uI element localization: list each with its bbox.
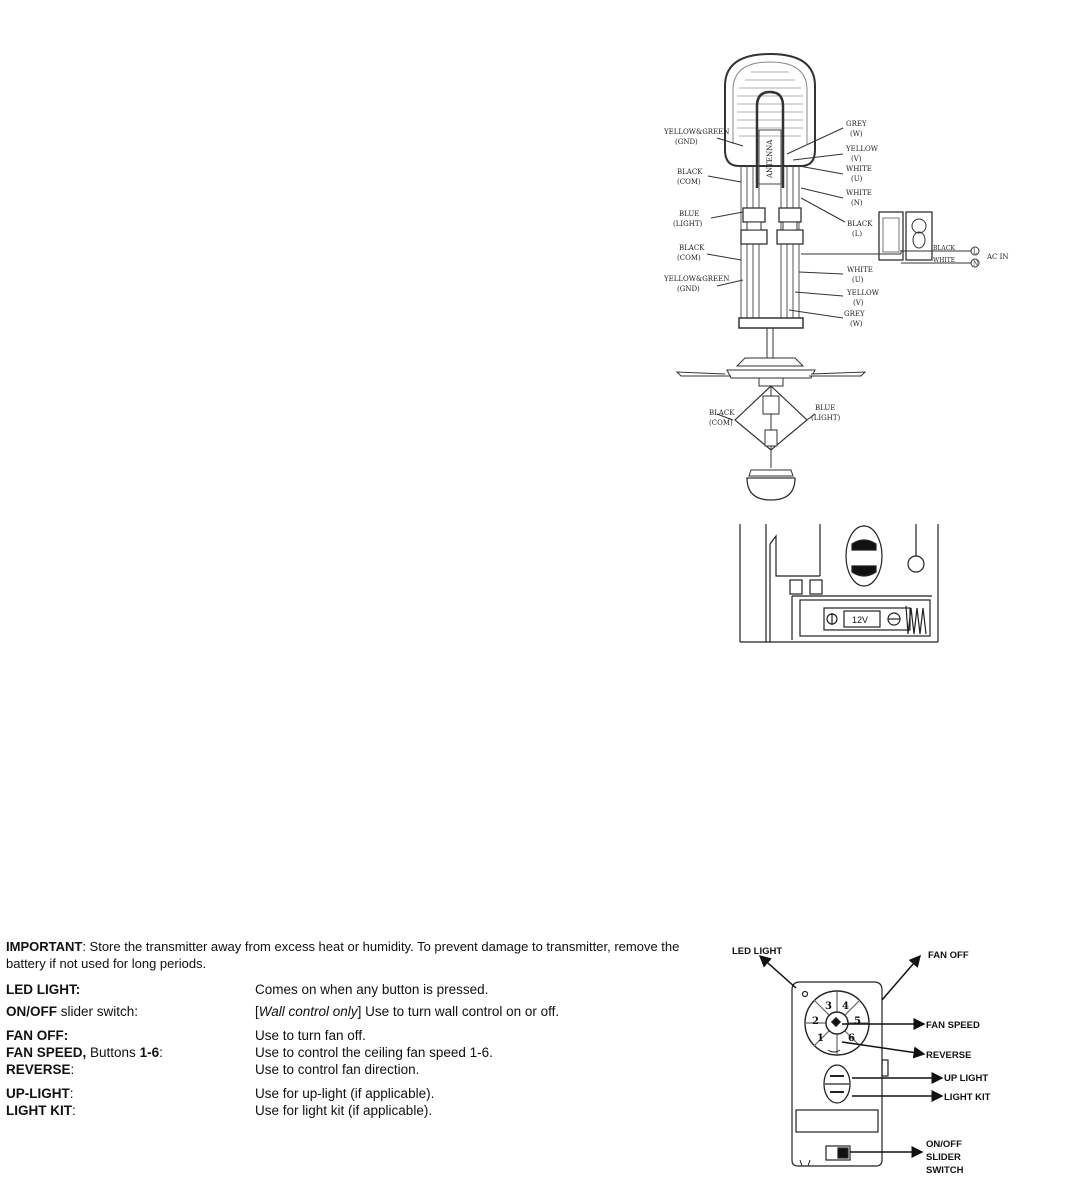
label-yellow-green-top: YELLOW&GREEN [663, 128, 729, 136]
button-3: 3 [825, 1001, 832, 1012]
label-com-top: (COM) [677, 178, 701, 186]
notes-section: IMPORTANT: Store the transmitter away fr… [6, 938, 706, 972]
label-conn-black: BLACK [709, 409, 735, 417]
label-black-com-top: BLACK [677, 168, 703, 176]
button-5: 5 [854, 1016, 861, 1027]
label-u-bot: (U) [852, 276, 864, 284]
important-paragraph: IMPORTANT: Store the transmitter away fr… [6, 938, 706, 972]
label-white-u-bot: WHITE [847, 266, 873, 274]
label-v-top: (V) [851, 155, 862, 163]
label-conn-light: (LIGHT) [811, 414, 841, 422]
label-gnd-bot: (GND) [677, 285, 700, 293]
fan-speed-label: FAN SPEED [926, 1020, 980, 1031]
label-white-n: WHITE [846, 189, 872, 197]
reverse-label: REVERSE [926, 1050, 971, 1061]
label-n: (N) [851, 199, 863, 207]
label-w-bot: (W) [850, 320, 863, 328]
up-light-label: UP LIGHT [944, 1073, 988, 1084]
antenna-label: ANTENNA [766, 139, 774, 179]
battery-label: 12V [852, 615, 868, 625]
button-6: 6 [848, 1033, 855, 1044]
button-2: 2 [812, 1016, 819, 1027]
button-4: 4 [842, 1001, 849, 1012]
label-yellow-bot: YELLOW [846, 289, 880, 297]
label-black-l: BLACK [847, 220, 873, 228]
label-ac-in: AC IN [986, 253, 1009, 261]
label-light: (LIGHT) [673, 220, 703, 228]
label-v-bot: (V) [853, 299, 864, 307]
label-ac-black: BLACK [933, 245, 955, 252]
label-w-top: (W) [850, 130, 863, 138]
label-ac-l: L [973, 249, 977, 256]
label-blue: BLUE [679, 210, 699, 218]
remote-diagram: 1 2 3 4 5 6 LED LIGHT FAN OFF FAN SPEED … [732, 946, 991, 1176]
label-grey-bot: GREY [844, 310, 865, 318]
fan-off-label: FAN OFF [928, 950, 969, 961]
label-u-top: (U) [851, 175, 863, 183]
label-yellow-top: YELLOW [845, 145, 879, 153]
label-l: (L) [852, 230, 862, 238]
switch-label: SWITCH [926, 1165, 964, 1176]
label-ac-n: N [973, 261, 978, 268]
label-ac-white: WHITE [933, 257, 955, 264]
important-text: : Store the transmitter away from excess… [6, 939, 680, 971]
label-conn-com: (COM) [709, 419, 733, 427]
label-com-mid: (COM) [677, 254, 701, 262]
led-light-label: LED LIGHT [732, 946, 782, 957]
label-white-u-top: WHITE [846, 165, 872, 173]
label-yellow-green-bot: YELLOW&GREEN [663, 275, 729, 283]
label-black-com-mid: BLACK [679, 244, 705, 252]
slider-label: SLIDER [926, 1152, 961, 1163]
light-kit-label: LIGHT KIT [944, 1092, 991, 1103]
battery-compartment-diagram: 12V [739, 524, 939, 643]
label-gnd-top: (GND) [675, 138, 698, 146]
label-conn-blue: BLUE [815, 404, 835, 412]
label-grey-top: GREY [846, 120, 867, 128]
important-label: IMPORTANT [6, 939, 83, 954]
on-off-label: ON/OFF [926, 1139, 962, 1150]
feature-list: LED LIGHT: Comes on when any button is p… [6, 982, 560, 1118]
wiring-diagram: ANTENNA YELLOW&GREEN (GND) BLACK (COM) B… [663, 52, 1009, 501]
button-1: 1 [817, 1033, 824, 1044]
